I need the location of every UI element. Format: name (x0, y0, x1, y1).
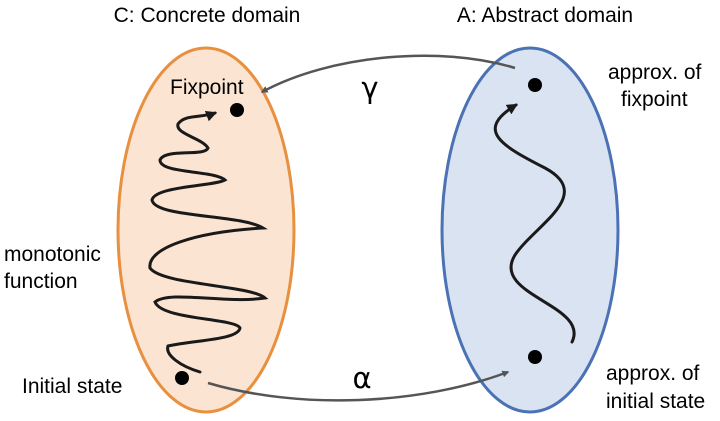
fixpoint-dot (230, 103, 244, 117)
fixpoint-label: Fixpoint (170, 76, 244, 99)
approx-fixpoint-label-line2: fixpoint (621, 88, 688, 111)
monotonic-function-label-line1: monotonic (4, 243, 101, 266)
initial-state-dot (175, 371, 189, 385)
monotonic-function-label-line2: function (4, 270, 78, 293)
approx-initial-state-label-line1: approx. of (606, 362, 700, 385)
concrete-domain-title: C: Concrete domain (114, 4, 301, 27)
gamma-arrow (260, 54, 516, 94)
abstract-domain-ellipse (440, 46, 620, 414)
approx-initial-state-label-line2: initial state (606, 390, 705, 413)
abstract-trajectory-curve (493, 103, 576, 344)
approx-fixpoint-dot (528, 78, 542, 92)
initial-state-label: Initial state (22, 375, 122, 398)
gamma-label: γ (361, 71, 378, 105)
approx-fixpoint-label-line1: approx. of (608, 61, 702, 84)
approx-initial-state-dot (528, 350, 542, 364)
alpha-arrow (207, 370, 510, 402)
concrete-trajectory-curve (148, 111, 269, 374)
abstract-domain-title: A: Abstract domain (457, 4, 633, 27)
concrete-domain-ellipse (116, 46, 296, 414)
alpha-label: α (352, 361, 371, 395)
